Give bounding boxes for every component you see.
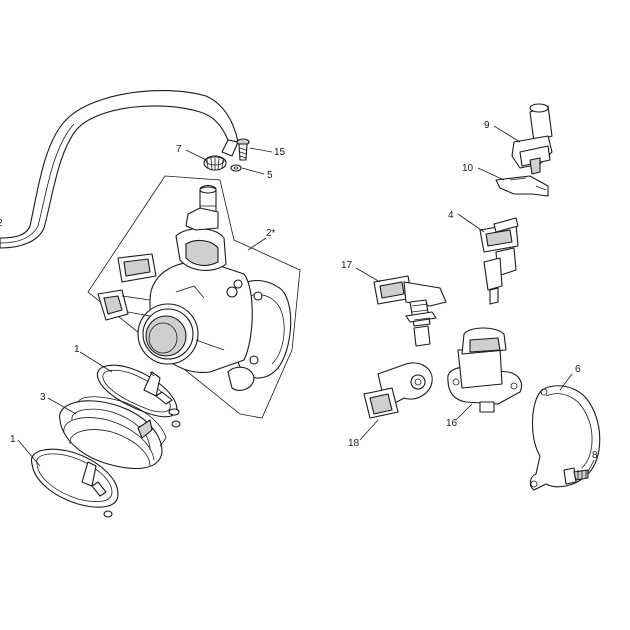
fuel-injector-4 bbox=[479, 217, 519, 305]
leader-4 bbox=[457, 213, 485, 233]
bracket-10 bbox=[495, 175, 549, 197]
leader-9 bbox=[493, 125, 521, 143]
leader-18 bbox=[359, 419, 379, 441]
callout-16: 16 bbox=[446, 418, 458, 429]
leader-2star bbox=[247, 237, 267, 251]
callout-3: 3 bbox=[40, 392, 46, 403]
callout-7: 7 bbox=[176, 144, 182, 155]
leader-15 bbox=[249, 147, 273, 153]
callout-15: 15 bbox=[274, 147, 286, 158]
leader-1-upper bbox=[79, 351, 113, 373]
hose-clamp-1-upper bbox=[96, 364, 181, 428]
callout-1-lower: 1 bbox=[10, 434, 16, 445]
leader-1-lower bbox=[17, 439, 41, 467]
hose-clamp-1-lower bbox=[31, 448, 119, 518]
bolt-15 bbox=[236, 138, 250, 161]
callout-8: 8 bbox=[592, 450, 598, 461]
screw-8 bbox=[563, 467, 589, 485]
callout-10: 10 bbox=[462, 163, 474, 174]
callout-18: 18 bbox=[348, 438, 360, 449]
leader-16 bbox=[455, 403, 473, 421]
callout-1-upper: 1 bbox=[74, 344, 80, 355]
leader-3 bbox=[47, 397, 77, 415]
leader-6 bbox=[559, 373, 573, 391]
leader-5 bbox=[241, 167, 265, 175]
leader-8 bbox=[587, 459, 595, 473]
callout-6: 6 bbox=[575, 364, 581, 375]
washer-5 bbox=[230, 164, 242, 172]
fuel-regulator-9 bbox=[511, 103, 553, 175]
callout-4: 4 bbox=[448, 210, 454, 221]
idle-air-valve-16 bbox=[447, 327, 523, 413]
callout-17: 17 bbox=[341, 260, 353, 271]
leader-17 bbox=[355, 267, 381, 283]
intake-boot-3 bbox=[59, 396, 180, 469]
callout-5: 5 bbox=[267, 170, 273, 181]
throttle-position-sensor-18 bbox=[363, 362, 433, 419]
callout-2-star: 2* bbox=[266, 228, 276, 239]
map-sensor-17 bbox=[373, 275, 447, 347]
hose-clamp-7 bbox=[203, 155, 227, 171]
callout-9: 9 bbox=[484, 120, 490, 131]
leader-7 bbox=[185, 149, 207, 161]
cover-6 bbox=[529, 385, 601, 491]
callout-2: 2 bbox=[0, 218, 3, 229]
leader-10 bbox=[477, 167, 505, 181]
throttle-body bbox=[97, 184, 292, 391]
